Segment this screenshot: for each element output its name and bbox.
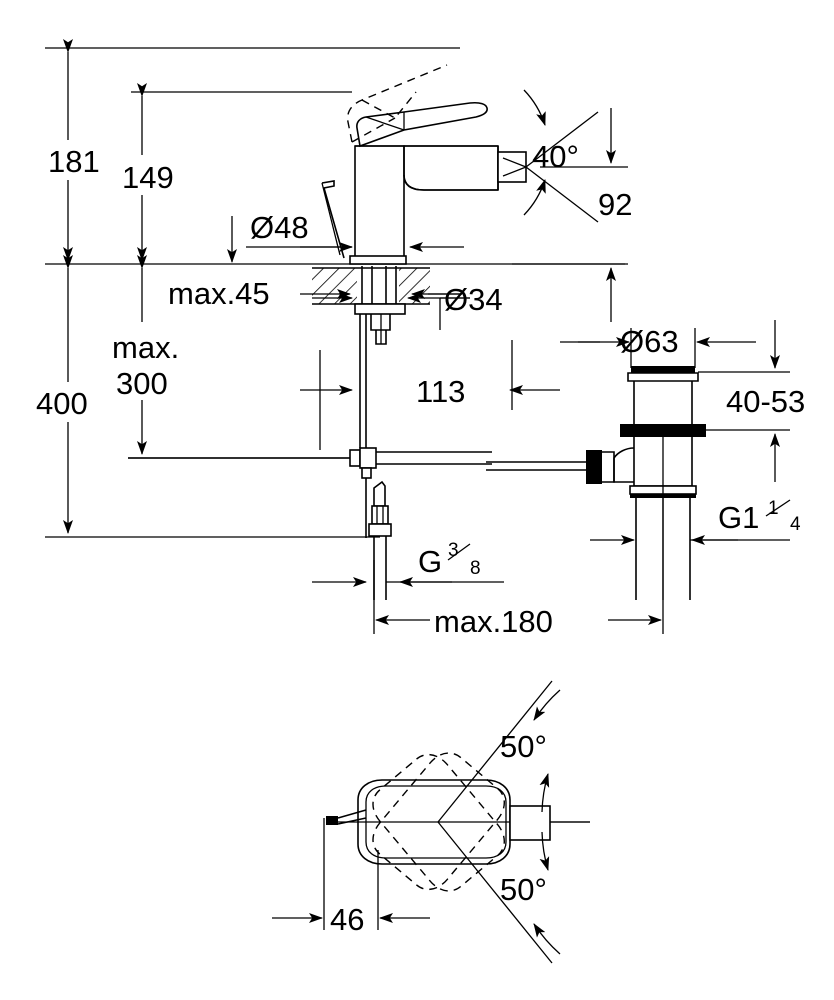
dimension-181: 181 [44, 39, 460, 261]
plan-body-outline [357, 779, 511, 865]
dimension-max-300-label-bottom: 300 [116, 366, 168, 401]
dimension-g-3-8: G 3 8 [312, 540, 504, 587]
dimension-g-denominator: 8 [470, 558, 481, 579]
dimension-g1-label: G1 [718, 500, 759, 535]
dimension-plan-46-label: 46 [330, 902, 364, 937]
faucet-shank [354, 266, 406, 448]
plan-lift-rod [326, 809, 367, 825]
dimension-92-label: 92 [598, 187, 632, 222]
dimension-angle-40: 40° [523, 89, 599, 223]
dimension-max-45-label: max.45 [168, 276, 270, 311]
faucet-body [321, 64, 527, 265]
dimension-g-label: G [418, 544, 442, 579]
dimension-dia-34-label: Ø34 [444, 282, 503, 317]
dimension-dia-63-label: Ø63 [620, 324, 679, 359]
dimension-400-label: 400 [36, 386, 88, 421]
dimension-dia-48: Ø48 [227, 210, 464, 263]
dimension-g1-denominator: 4 [790, 514, 801, 535]
dimension-plan-angle-lower: 50° [437, 821, 561, 964]
dimension-40-53-label: 40-53 [726, 384, 805, 419]
dimension-113: 113 [300, 340, 560, 450]
dimension-dia-63: Ø63 [560, 324, 756, 368]
drain-assembly [486, 366, 706, 600]
dimension-max-180: max.180 [373, 498, 664, 639]
dimension-g1-1-4: G1 1 4 [590, 498, 801, 545]
deck-countertop [45, 263, 625, 306]
dimension-max-300: max. 300 [108, 255, 350, 459]
dimension-149-label: 149 [122, 160, 174, 195]
dimension-max-45: max.45 [168, 276, 462, 311]
dimension-149: 149 [118, 83, 352, 261]
top-plan-view: 50° 50° 46 [272, 680, 590, 964]
dimension-g-numerator: 3 [448, 540, 459, 561]
dimension-40-53: 40-53 [698, 320, 805, 482]
dimension-plan-angle-lower-label: 50° [500, 872, 547, 907]
dimension-angle-40-label: 40° [532, 139, 579, 174]
dimension-181-label: 181 [48, 144, 100, 179]
dimension-g1-numerator: 1 [768, 498, 779, 519]
plan-aerator [509, 805, 551, 841]
side-elevation-view: 181 149 400 max. 300 m [34, 39, 805, 639]
dimension-max-180-label: max.180 [434, 604, 553, 639]
dimension-92: 92 [512, 108, 632, 322]
dimension-400: 400 [34, 255, 380, 538]
dimension-plan-46: 46 [272, 818, 430, 937]
dimension-max-300-label-top: max. [112, 330, 179, 365]
dimension-113-label: 113 [416, 374, 465, 409]
dimension-plan-angle-upper: 50° [437, 680, 561, 823]
dimension-dia-48-label: Ø48 [250, 210, 309, 245]
dimension-plan-angle-upper-label: 50° [500, 729, 547, 764]
dimension-dia-34: Ø34 [312, 282, 503, 330]
